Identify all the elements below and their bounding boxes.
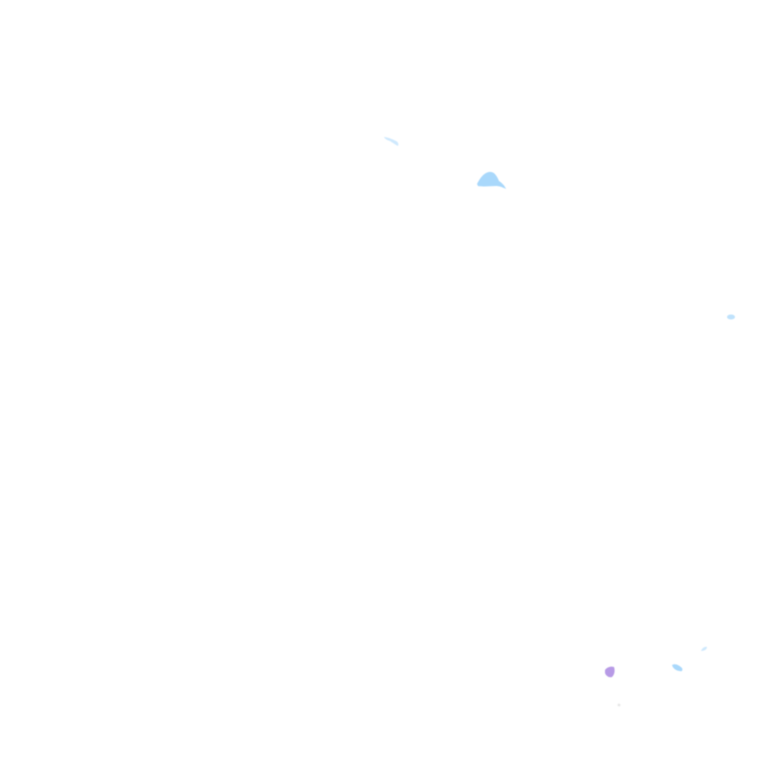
paint-splash-icon: [477, 171, 506, 189]
paint-splash-icon: [384, 137, 399, 146]
paint-splash-icon: [727, 314, 735, 320]
paint-splash-icon: [605, 666, 615, 678]
paint-splash-icon: [701, 646, 707, 651]
paint-speck-icon: [617, 703, 621, 707]
paint-splash-icon: [672, 664, 683, 672]
